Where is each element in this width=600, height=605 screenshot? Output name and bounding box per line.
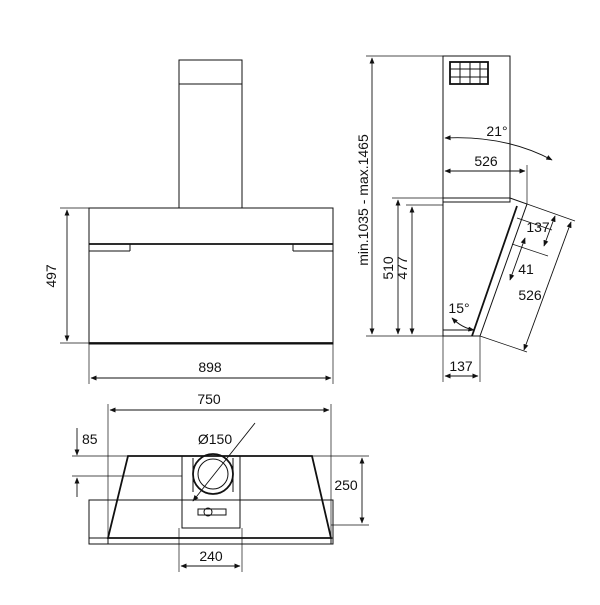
side-hood-body	[442, 197, 528, 337]
hood-body	[88, 207, 334, 345]
label-side-diag-526: 526	[518, 287, 542, 303]
label-side-diag-137: 137	[526, 219, 550, 235]
dim-plan-offset: 85	[72, 428, 182, 497]
label-side-bottom-depth: 137	[449, 358, 473, 374]
dim-plan-width: 750	[107, 391, 332, 538]
dim-side-bottom-depth: 137	[442, 336, 481, 382]
label-plan-duct-diameter: Ø150	[198, 431, 232, 447]
plan-view	[88, 453, 334, 545]
label-plan-depth: 250	[334, 477, 358, 493]
label-side-height-inner: 477	[394, 256, 410, 280]
dim-side-depth-top: 526	[444, 153, 528, 204]
dim-side-angle-bottom: 15°	[448, 300, 475, 332]
label-plan-duct-width: 240	[199, 548, 223, 564]
label-front-height: 497	[43, 264, 59, 288]
front-view	[88, 59, 334, 345]
plan-outline	[88, 499, 334, 545]
dim-side-total-height: min.1035 - max.1465	[355, 55, 443, 337]
plan-duct-frame	[181, 455, 241, 529]
label-side-height-outer: 510	[380, 256, 396, 280]
side-view	[442, 55, 528, 337]
dim-side-diagonals: 137 41 526	[479, 203, 576, 353]
label-plan-offset: 85	[82, 431, 98, 447]
side-chimney	[442, 55, 511, 203]
dim-front-height: 497	[43, 207, 89, 344]
dim-side-heights: 510 477	[380, 197, 443, 335]
label-plan-width: 750	[197, 391, 221, 407]
chimney	[178, 59, 243, 209]
dim-front-width: 898	[88, 343, 334, 384]
label-side-depth-top: 526	[474, 153, 498, 169]
label-front-width: 898	[198, 359, 222, 375]
label-side-angle-bottom: 15°	[448, 300, 469, 316]
dim-plan-duct-diameter: Ø150	[192, 422, 256, 502]
front-panel	[88, 243, 334, 345]
dim-plan-depth: 250	[312, 455, 369, 526]
plan-duct	[192, 453, 234, 495]
label-side-angle-top: 21°	[486, 123, 507, 139]
dim-side-angle-top: 21°	[444, 123, 553, 161]
dim-plan-duct-width: 240	[178, 528, 243, 572]
label-side-diag-41: 41	[518, 261, 534, 277]
label-side-total-height: min.1035 - max.1465	[355, 134, 371, 266]
